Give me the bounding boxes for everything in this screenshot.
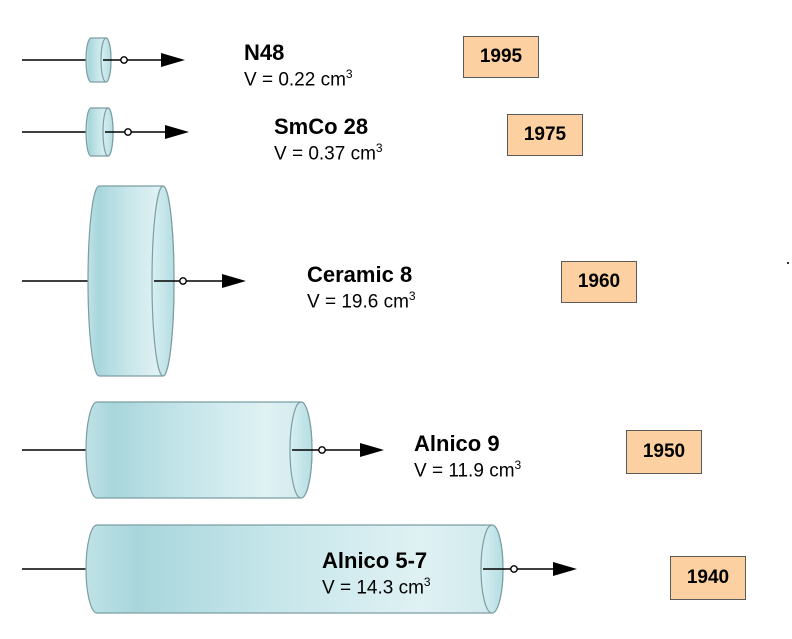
magnet-n48 <box>22 37 185 83</box>
magnet-ceramic8 <box>22 185 246 377</box>
magnet-volume: V = 0.37 cm3 <box>274 142 383 163</box>
arrow-head <box>161 53 185 67</box>
magnet-name: N48 <box>244 40 285 65</box>
magnet-alnico57 <box>22 524 577 614</box>
magnetization-marker <box>179 277 187 285</box>
volume-prefix: V = <box>414 460 449 482</box>
magnet-label-alnico9: Alnico 9 V = 11.9 cm3 <box>414 431 521 481</box>
year-badge-n48: 1995 <box>463 36 539 78</box>
magnet-name: Alnico 9 <box>414 431 500 456</box>
magnet-name: Ceramic 8 <box>307 262 413 287</box>
volume-value: 19.6 <box>341 291 379 313</box>
arrow-head <box>553 562 577 576</box>
arrow-head <box>222 274 246 288</box>
volume-prefix: V = <box>307 291 342 313</box>
magnet-label-alnico57: Alnico 5-7 V = 14.3 cm3 <box>322 548 431 598</box>
stray-dot <box>787 262 789 264</box>
magnetization-marker <box>318 446 326 454</box>
volume-exponent: 3 <box>514 458 522 472</box>
volume-exponent: 3 <box>408 289 416 303</box>
magnet-name: SmCo 28 <box>274 114 369 139</box>
volume-unit: cm <box>398 577 424 599</box>
magnet-volume: V = 19.6 cm3 <box>307 290 416 311</box>
magnet-smco28 <box>22 107 189 157</box>
volume-prefix: V = <box>274 143 309 165</box>
volume-exponent: 3 <box>375 141 383 155</box>
year-badge-alnico9: 1950 <box>626 430 702 474</box>
year-badge-ceramic8: 1960 <box>561 261 637 303</box>
arrow-head <box>360 443 384 457</box>
magnetization-marker <box>124 128 132 136</box>
magnet-volume: V = 0.22 cm3 <box>244 68 353 89</box>
magnetization-marker <box>510 565 518 573</box>
magnet-label-n48: N48 V = 0.22 cm3 <box>244 40 353 90</box>
volume-unit: cm <box>489 460 515 482</box>
volume-exponent: 3 <box>345 67 353 81</box>
volume-prefix: V = <box>322 577 357 599</box>
magnet-alnico9 <box>22 401 384 499</box>
magnet-volume: V = 14.3 cm3 <box>322 576 431 597</box>
year-badge-smco28: 1975 <box>507 114 583 156</box>
magnet-label-ceramic8: Ceramic 8 V = 19.6 cm3 <box>307 262 416 312</box>
arrow-head <box>165 125 189 139</box>
volume-exponent: 3 <box>423 575 431 589</box>
magnet-volume: V = 11.9 cm3 <box>414 459 521 480</box>
magnet-name: Alnico 5-7 <box>322 548 428 573</box>
volume-unit: cm <box>383 291 409 313</box>
volume-unit: cm <box>350 143 376 165</box>
volume-prefix: V = <box>244 69 279 91</box>
volume-value: 0.22 <box>278 69 316 91</box>
year-badge-alnico57: 1940 <box>670 556 746 600</box>
volume-unit: cm <box>320 69 346 91</box>
magnetization-marker <box>120 56 128 64</box>
cylinder-body <box>85 524 504 614</box>
cylinder-body <box>85 401 313 499</box>
volume-value: 0.37 <box>308 143 346 165</box>
volume-value: 11.9 <box>448 460 484 482</box>
volume-value: 14.3 <box>356 577 394 599</box>
magnet-label-smco28: SmCo 28 V = 0.37 cm3 <box>274 114 383 164</box>
